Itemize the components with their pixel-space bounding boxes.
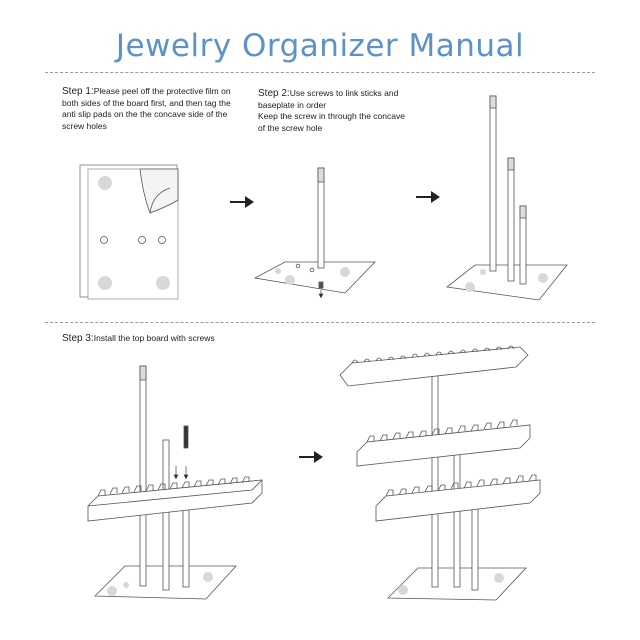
step-2-heading: Step 2: — [258, 88, 290, 99]
step-2-line-1: Use screws to link sticks and baseplate … — [258, 88, 399, 110]
arrow-icon — [416, 191, 440, 203]
baseplate-one-stick-illustration — [253, 167, 376, 299]
manual-title: Jewelry Organizer Manual — [115, 28, 525, 64]
step-1-text: Please peel off the protective film on b… — [62, 86, 231, 131]
step-2-line-2: Keep the screw in through the concave of… — [258, 111, 405, 133]
install-board-illustration — [87, 365, 263, 600]
step-1-heading: Step 1: — [62, 86, 94, 97]
step-3-instructions: Step 3:Install the top board with screws — [62, 333, 322, 345]
step-2-instructions: Step 2:Use screws to link sticks and bas… — [258, 88, 408, 134]
baseplate-three-sticks-illustration — [446, 95, 568, 301]
arrow-icon — [299, 451, 323, 463]
section-divider-top — [45, 72, 595, 73]
step-1-instructions: Step 1:Please peel off the protective fi… — [62, 86, 238, 132]
board-with-film-illustration — [79, 164, 179, 300]
section-divider-bottom — [45, 322, 595, 323]
step-3-text: Install the top board with screws — [93, 333, 215, 343]
arrow-icon — [230, 196, 254, 208]
assembled-organizer-illustration — [339, 345, 541, 601]
step-3-heading: Step 3: — [62, 333, 94, 344]
